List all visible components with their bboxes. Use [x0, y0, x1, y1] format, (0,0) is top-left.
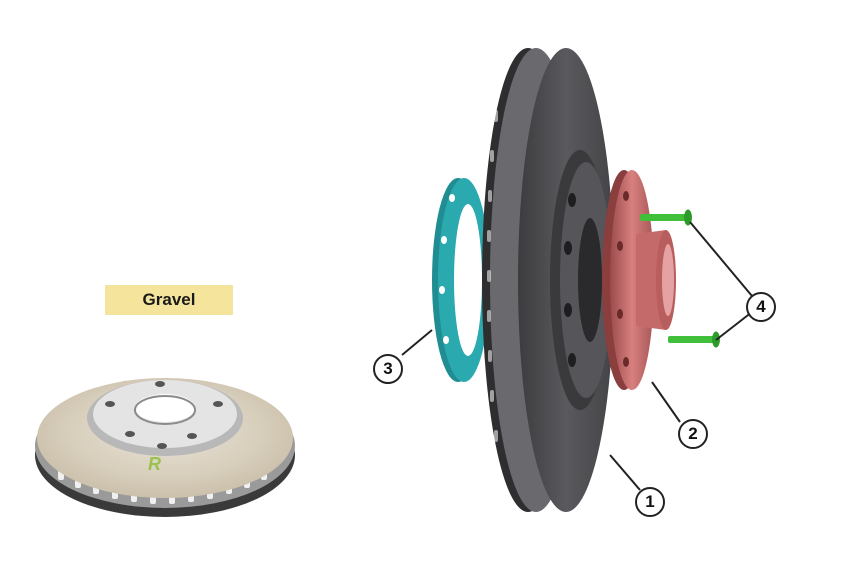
brake-disc-product-image: R — [35, 378, 295, 517]
mounting-bolt-top — [640, 209, 692, 226]
mounting-bolt-bottom — [668, 331, 720, 348]
svg-text:R: R — [148, 454, 161, 474]
callout-part-4: 4 — [746, 292, 776, 322]
brake-disc — [482, 48, 614, 512]
callout-part-3: 3 — [373, 354, 403, 384]
wheel-hub — [602, 170, 676, 390]
leader-lines — [401, 221, 753, 491]
spacer-ring — [432, 178, 490, 382]
callout-part-1: 1 — [635, 487, 665, 517]
callout-part-2: 2 — [678, 419, 708, 449]
variant-tag: Gravel — [105, 285, 233, 315]
